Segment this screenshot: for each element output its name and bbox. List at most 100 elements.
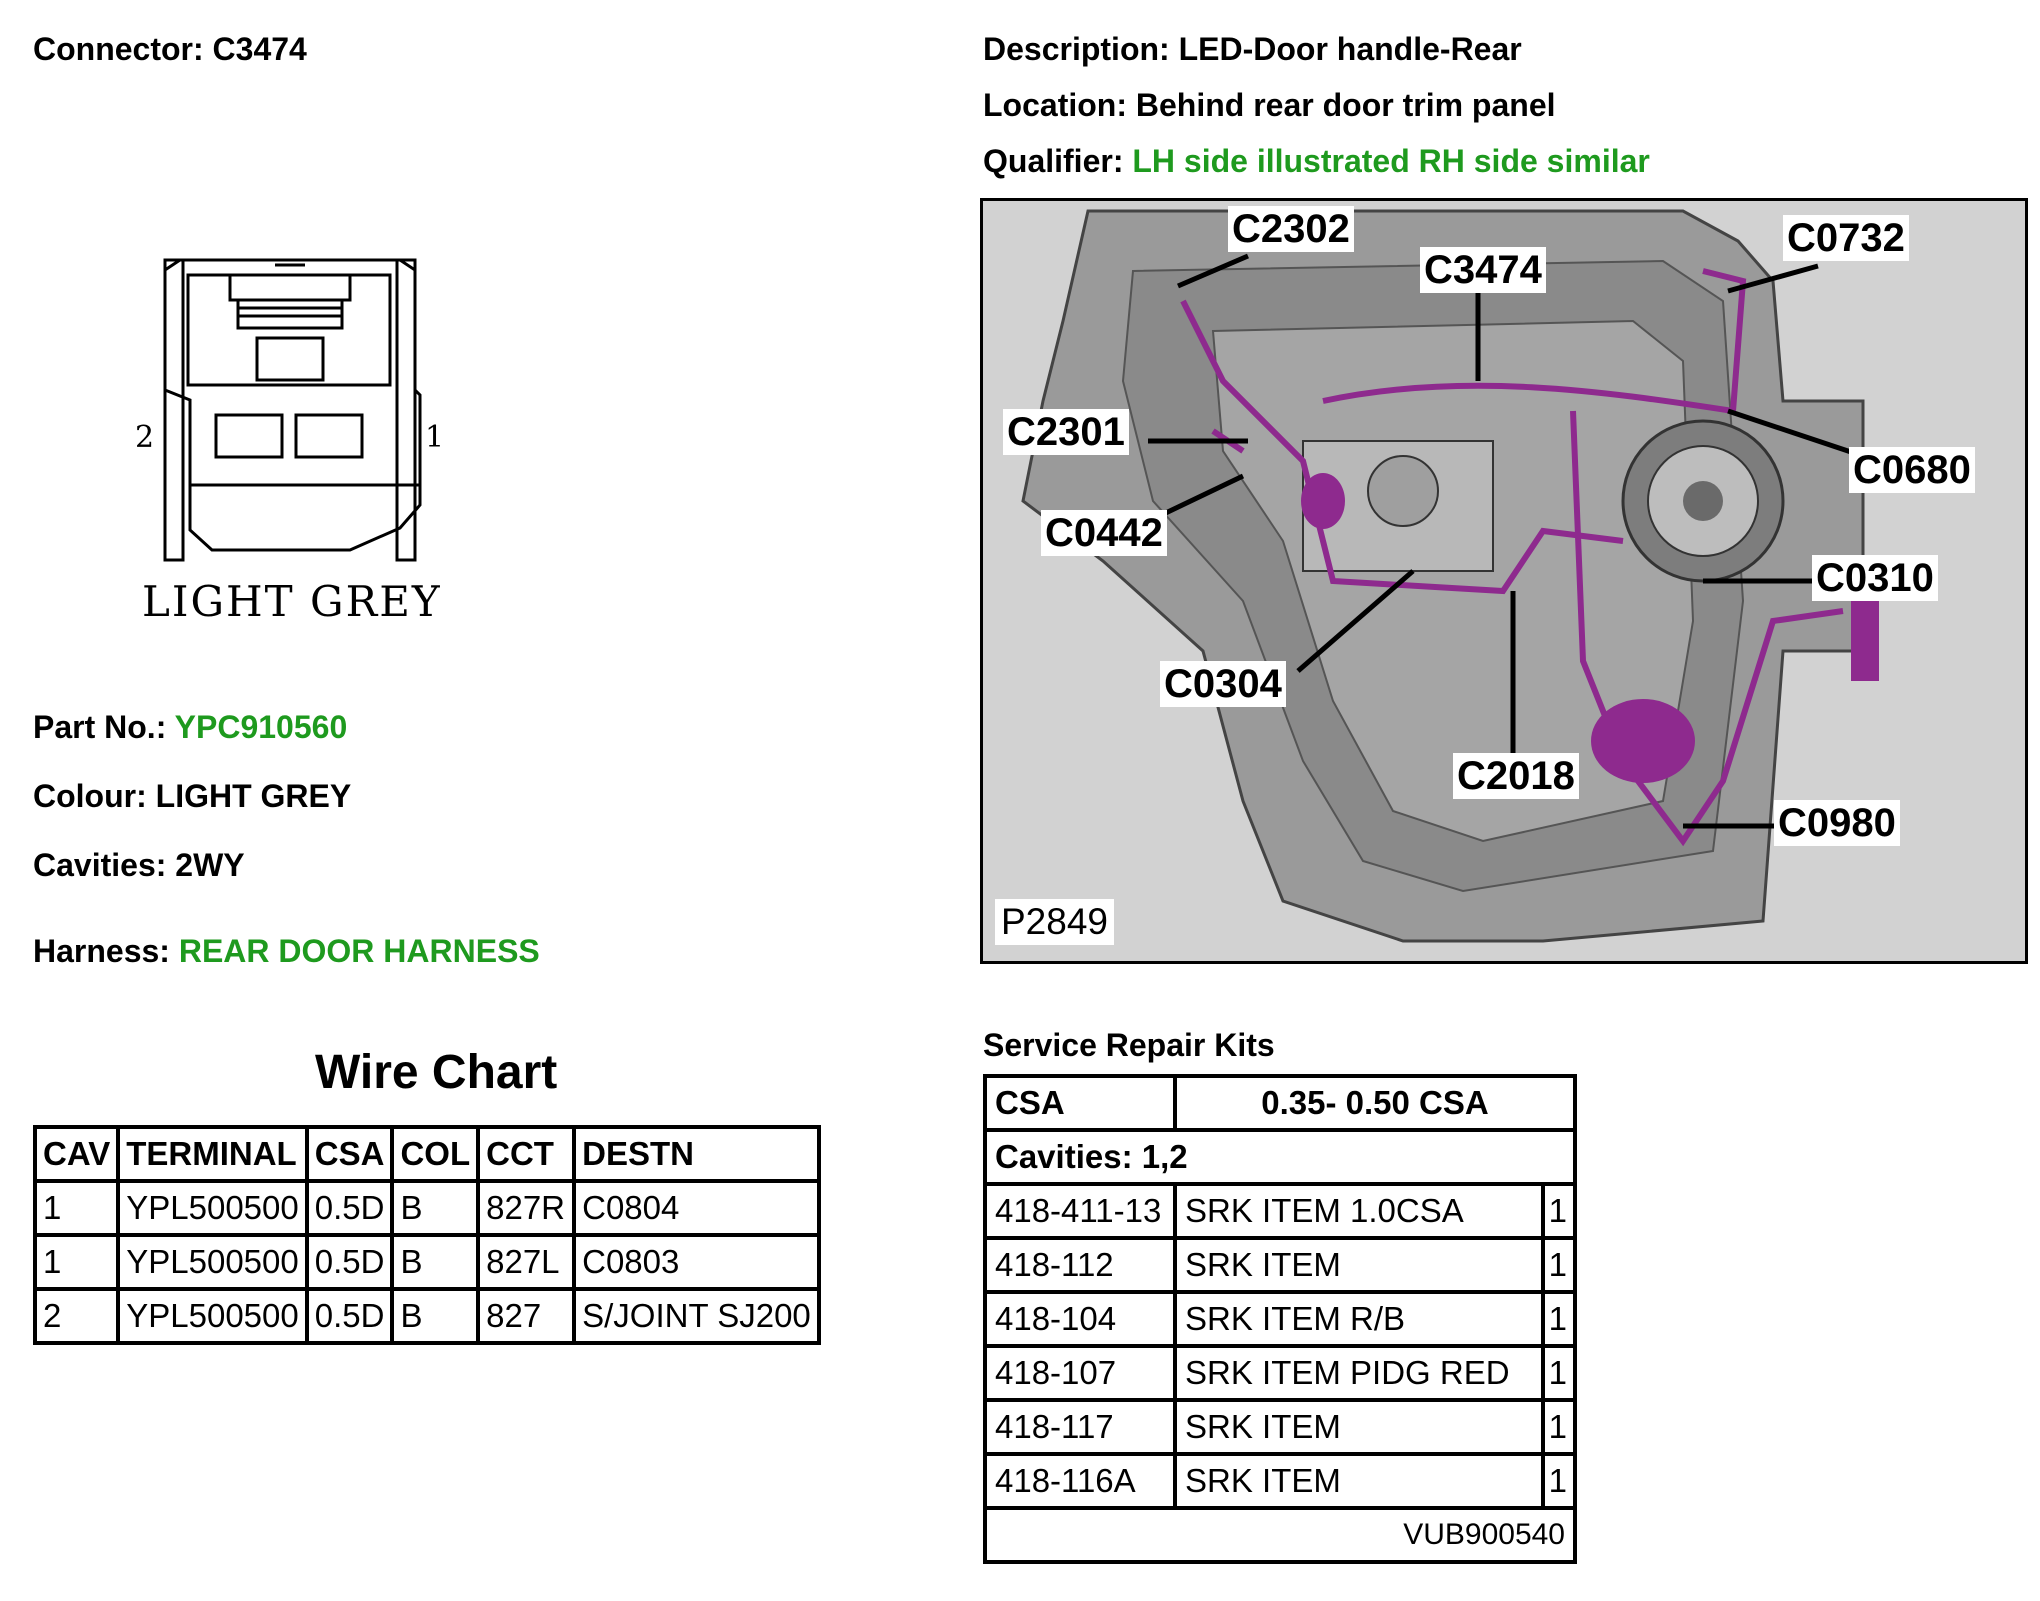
header-cav: CAV xyxy=(32,1125,121,1183)
cell-cav: 2 xyxy=(32,1287,121,1345)
kit-desc: SRK ITEM 1.0CSA xyxy=(1173,1182,1545,1240)
figure-id: P2849 xyxy=(995,899,1114,945)
harness-value: REAR DOOR HARNESS xyxy=(178,933,540,969)
cavities-line: Cavities: 2WY xyxy=(33,846,245,884)
qualifier-value: LH side illustrated RH side similar xyxy=(1132,143,1650,179)
wire-chart-table: CAV TERMINAL CSA COL CCT DESTN 1 YPL5005… xyxy=(32,1125,821,1345)
kit-qty: 1 xyxy=(1540,1236,1578,1294)
part-number-value: YPC910560 xyxy=(174,709,348,745)
kit-qty: 1 xyxy=(1540,1344,1578,1402)
qualifier-label: Qualifier: xyxy=(983,143,1124,179)
csa-label: CSA xyxy=(983,1074,1177,1132)
table-row: 418-116A SRK ITEM 1 xyxy=(983,1452,1578,1510)
table-row: 418-117 SRK ITEM 1 xyxy=(983,1398,1578,1456)
header-cct: CCT xyxy=(476,1125,577,1183)
cell-col: B xyxy=(390,1179,481,1237)
kit-part: 418-411-13 xyxy=(983,1182,1177,1240)
callout-c2301: C2301 xyxy=(1003,409,1129,455)
kit-csa-row: CSA 0.35- 0.50 CSA xyxy=(983,1074,1577,1132)
table-row: 418-411-13 SRK ITEM 1.0CSA 1 xyxy=(983,1182,1578,1240)
qualifier-line: Qualifier: LH side illustrated RH side s… xyxy=(983,142,1650,180)
wire-chart-title: Wire Chart xyxy=(315,1046,558,1099)
kit-cavities-row: Cavities: 1,2 xyxy=(983,1128,1577,1186)
cell-destn: C0803 xyxy=(572,1233,821,1291)
kit-part: 418-116A xyxy=(983,1452,1177,1510)
kit-qty: 1 xyxy=(1540,1398,1578,1456)
connector-colour-caption: LIGHT GREY xyxy=(142,577,442,626)
cell-cct: 827 xyxy=(476,1287,577,1345)
cell-terminal: YPL500500 xyxy=(116,1179,309,1237)
cell-terminal: YPL500500 xyxy=(116,1233,309,1291)
table-row: 418-104 SRK ITEM R/B 1 xyxy=(983,1290,1578,1348)
callout-c0310: C0310 xyxy=(1812,555,1938,601)
colour-value: LIGHT GREY xyxy=(155,778,352,814)
description-value: LED-Door handle-Rear xyxy=(1178,31,1522,67)
cell-col: B xyxy=(390,1287,481,1345)
connector-value: C3474 xyxy=(212,31,307,67)
pin-2-label: 2 xyxy=(135,420,155,455)
door-illustration xyxy=(1021,209,1879,943)
wire-chart-header-row: CAV TERMINAL CSA COL CCT DESTN xyxy=(32,1125,821,1183)
cell-col: B xyxy=(390,1233,481,1291)
header-destn: DESTN xyxy=(572,1125,821,1183)
location-line: Location: Behind rear door trim panel xyxy=(983,86,1556,124)
harness-line: Harness: REAR DOOR HARNESS xyxy=(33,932,540,970)
kit-part: 418-104 xyxy=(983,1290,1177,1348)
kit-cavities: Cavities: 1,2 xyxy=(983,1128,1577,1186)
table-row: 1 YPL500500 0.5D B 827L C0803 xyxy=(32,1233,821,1291)
cell-csa: 0.5D xyxy=(304,1287,395,1345)
repair-kits-table: CSA 0.35- 0.50 CSA Cavities: 1,2 418-411… xyxy=(983,1074,1578,1564)
pin-1-label: 1 xyxy=(425,420,445,455)
kit-desc: SRK ITEM xyxy=(1173,1236,1545,1294)
harness-label: Harness: xyxy=(33,933,170,969)
kit-part: 418-112 xyxy=(983,1236,1177,1294)
kit-qty: 1 xyxy=(1540,1182,1578,1240)
location-value: Behind rear door trim panel xyxy=(1135,87,1556,123)
cell-cav: 1 xyxy=(32,1233,121,1291)
header-csa: CSA xyxy=(304,1125,395,1183)
part-number-label: Part No.: xyxy=(33,709,167,745)
description-line: Description: LED-Door handle-Rear xyxy=(983,30,1522,68)
callout-c2018: C2018 xyxy=(1453,753,1579,799)
cell-csa: 0.5D xyxy=(304,1233,395,1291)
kit-desc: SRK ITEM PIDG RED xyxy=(1173,1344,1545,1402)
table-row: 1 YPL500500 0.5D B 827R C0804 xyxy=(32,1179,821,1237)
kit-part: 418-117 xyxy=(983,1398,1177,1456)
cell-cav: 1 xyxy=(32,1179,121,1237)
kit-qty: 1 xyxy=(1540,1290,1578,1348)
part-number-line: Part No.: YPC910560 xyxy=(33,708,347,746)
cell-destn: S/JOINT SJ200 xyxy=(572,1287,821,1345)
location-label: Location: xyxy=(983,87,1127,123)
kit-part: 418-107 xyxy=(983,1344,1177,1402)
cavities-value: 2WY xyxy=(175,847,245,883)
kit-footer-row: VUB900540 xyxy=(983,1506,1577,1564)
callout-c0304: C0304 xyxy=(1160,661,1286,707)
colour-line: Colour: LIGHT GREY xyxy=(33,777,351,815)
repair-kits-title: Service Repair Kits xyxy=(983,1027,1275,1063)
cell-destn: C0804 xyxy=(572,1179,821,1237)
connector-drawing xyxy=(163,258,422,562)
kit-footer-code: VUB900540 xyxy=(983,1506,1577,1564)
kit-desc: SRK ITEM xyxy=(1173,1452,1545,1510)
callout-c0442: C0442 xyxy=(1041,510,1167,556)
kit-qty: 1 xyxy=(1540,1452,1578,1510)
callout-c3474: C3474 xyxy=(1420,247,1546,293)
callout-c0980: C0980 xyxy=(1774,800,1900,846)
callout-c0680: C0680 xyxy=(1849,447,1975,493)
door-location-photo: C2302 C3474 C0732 C2301 C0680 C0442 C031… xyxy=(980,198,2028,964)
kit-desc: SRK ITEM xyxy=(1173,1398,1545,1456)
cell-csa: 0.5D xyxy=(304,1179,395,1237)
table-row: 418-107 SRK ITEM PIDG RED 1 xyxy=(983,1344,1578,1402)
table-row: 2 YPL500500 0.5D B 827 S/JOINT SJ200 xyxy=(32,1287,821,1345)
connector-label: Connector: xyxy=(33,31,204,67)
table-row: 418-112 SRK ITEM 1 xyxy=(983,1236,1578,1294)
cell-terminal: YPL500500 xyxy=(116,1287,309,1345)
kit-desc: SRK ITEM R/B xyxy=(1173,1290,1545,1348)
callout-c0732: C0732 xyxy=(1783,215,1909,261)
callout-c2302: C2302 xyxy=(1228,206,1354,252)
description-label: Description: xyxy=(983,31,1170,67)
header-terminal: TERMINAL xyxy=(116,1125,309,1183)
header-col: COL xyxy=(390,1125,481,1183)
cavities-label: Cavities: xyxy=(33,847,167,883)
cell-cct: 827L xyxy=(476,1233,577,1291)
